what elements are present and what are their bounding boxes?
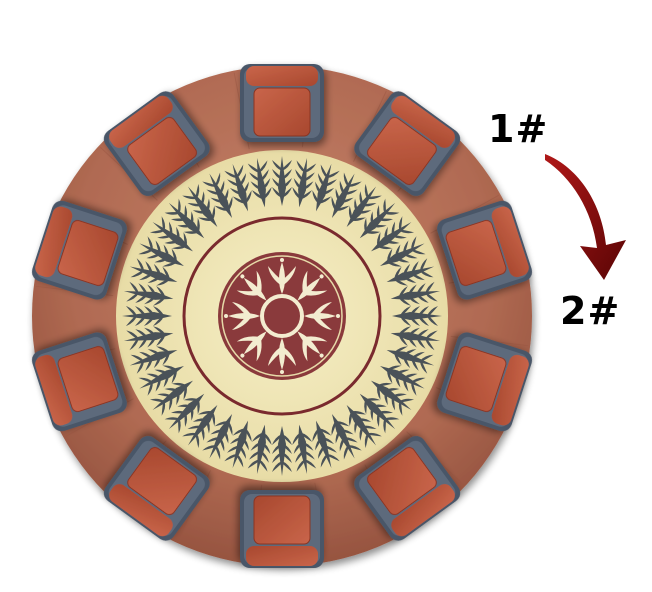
leaf-motif <box>370 380 415 416</box>
chair <box>103 91 210 196</box>
medallion-pattern <box>224 258 340 374</box>
seat-label-1: 1# <box>488 107 549 151</box>
leaf-motif <box>123 281 174 306</box>
leaf-motif <box>359 198 400 239</box>
leaf-motif <box>129 346 178 374</box>
leaf-motif <box>182 404 218 449</box>
medallion-border <box>221 255 343 377</box>
leaf-motif <box>224 420 252 469</box>
leaf-motif <box>392 306 442 326</box>
leaf-motif <box>202 172 233 218</box>
medallion-petal <box>297 331 328 362</box>
leaf-motif <box>380 365 426 396</box>
leaf-motif <box>346 404 382 449</box>
leaf-motif <box>292 157 317 208</box>
leaf-motif <box>164 198 205 239</box>
chair <box>240 64 324 142</box>
leaf-motif <box>138 365 184 396</box>
medallion-petal <box>236 270 267 301</box>
chair <box>31 332 127 432</box>
leaf-motif <box>149 380 194 416</box>
leaf-motif <box>312 163 340 212</box>
chair <box>437 332 533 432</box>
medallion-petal <box>236 331 267 362</box>
chair <box>437 200 533 300</box>
leaf-motif <box>331 414 362 460</box>
leaf-motif <box>122 306 172 326</box>
leaf-motif <box>390 281 441 306</box>
leaf-motif <box>370 216 415 252</box>
leaf-ring <box>122 156 442 476</box>
leaf-motif <box>346 183 382 228</box>
chair <box>240 490 324 568</box>
leaf-motif <box>272 426 292 476</box>
leaf-motif <box>331 172 362 218</box>
clockwise-arrow-icon <box>545 154 626 280</box>
seat-label-2: 2# <box>560 289 621 333</box>
leaf-motif <box>224 163 252 212</box>
leaf-motif <box>386 346 435 374</box>
leaf-motif <box>202 414 233 460</box>
medallion-petal <box>224 302 260 330</box>
leaf-motif <box>149 216 194 252</box>
medallion-center <box>260 294 304 338</box>
leaf-motif <box>164 393 205 434</box>
chair <box>354 91 461 196</box>
chair <box>31 200 127 300</box>
leaf-motif <box>272 156 292 206</box>
leaf-motif <box>292 424 317 475</box>
medallion-petal <box>268 338 296 374</box>
leaf-motif <box>123 326 174 351</box>
chair-ring <box>31 64 533 568</box>
leaf-motif <box>359 393 400 434</box>
leaf-motif <box>390 326 441 351</box>
chair <box>354 436 461 541</box>
leaf-motif <box>129 258 178 286</box>
rug-inner-ring <box>182 216 382 416</box>
leaf-motif <box>247 424 272 475</box>
medallion-petal <box>297 270 328 301</box>
chair <box>103 436 210 541</box>
leaf-motif <box>312 420 340 469</box>
leaf-motif <box>386 258 435 286</box>
medallion-petal <box>304 302 340 330</box>
leaf-motif <box>247 157 272 208</box>
leaf-motif <box>138 236 184 267</box>
leaf-motif <box>182 183 218 228</box>
medallion-petal <box>268 258 296 294</box>
leaf-motif <box>380 236 426 267</box>
